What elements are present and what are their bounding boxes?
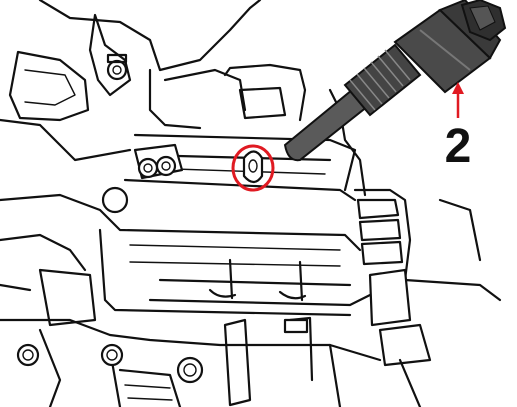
- central-housing: [123, 63, 357, 202]
- lower-block: [0, 193, 432, 367]
- cylinder-stubs: [101, 143, 184, 214]
- tool-shaft: [283, 88, 370, 162]
- tool-2: [283, 0, 507, 162]
- bottom-section: [0, 316, 422, 407]
- callout-number: 2: [445, 120, 472, 173]
- upper-casting: [0, 0, 262, 162]
- highlight-circle: [231, 144, 275, 192]
- callout-arrow: [452, 82, 464, 118]
- thread-lines: [349, 49, 411, 111]
